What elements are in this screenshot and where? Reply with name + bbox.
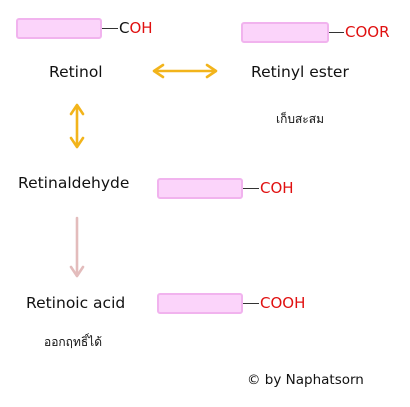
retinoic-acid-chain	[157, 293, 243, 314]
retinaldehyde-bond	[243, 188, 259, 189]
retinol-retinaldehyde-arrow	[69, 103, 85, 149]
retinoic-acid-group: COOH	[260, 294, 306, 312]
retinol-bond	[102, 28, 118, 29]
retinyl-ester-note: เก็บสะสม	[276, 112, 324, 126]
retinol-label: Retinol	[49, 63, 103, 81]
retinoic-acid-bond	[243, 303, 259, 304]
retinoic-acid-note: ออกฤทธิ์ได้	[44, 335, 103, 349]
retinol-group: COH	[119, 19, 153, 37]
retinol-group-carbon: C	[119, 19, 130, 37]
credit-text: © by Naphatsorn	[247, 372, 364, 388]
retinyl-ester-label: Retinyl ester	[251, 63, 349, 81]
retinyl-ester-group: COOR	[345, 23, 390, 41]
retinol-group-hydroxyl: OH	[129, 19, 153, 37]
retinoic-acid-label: Retinoic acid	[26, 294, 126, 312]
retinyl-ester-bond	[329, 32, 344, 33]
retinol-chain	[16, 18, 102, 39]
retinaldehyde-group: COH	[260, 179, 294, 197]
retinaldehyde-retinoic-acid-arrow	[69, 216, 85, 278]
retinaldehyde-chain	[157, 178, 243, 199]
retinyl-ester-chain	[241, 22, 329, 43]
retinaldehyde-label: Retinaldehyde	[18, 174, 130, 192]
retinol-retinyl-ester-arrow	[152, 63, 218, 79]
